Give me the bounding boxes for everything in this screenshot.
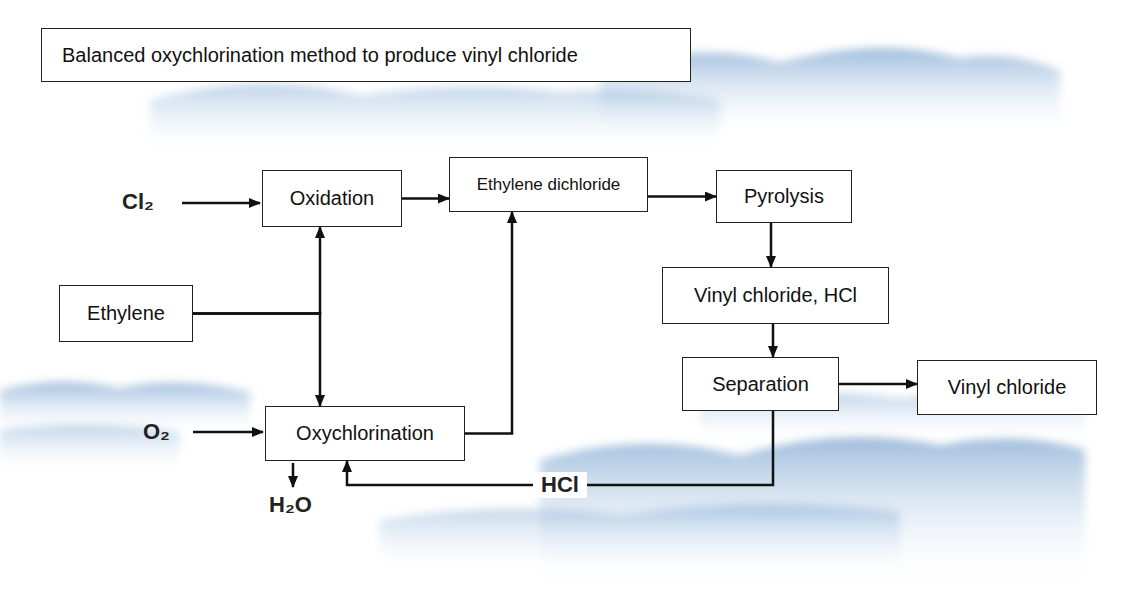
- box-text: Vinyl chloride, HCl: [694, 284, 857, 307]
- chemical-label: O₂: [143, 419, 170, 445]
- flow-arrow: [648, 195, 716, 198]
- box-text: Ethylene: [87, 302, 165, 325]
- title-text: Balanced oxychlorination method to produ…: [62, 44, 578, 67]
- product-box: Ethylene dichloride: [449, 157, 648, 212]
- flow-arrow: [772, 324, 775, 357]
- product-box: Vinyl chloride, HCl: [662, 267, 889, 324]
- chemical-label: Cl₂: [122, 189, 154, 215]
- flow-arrow: [193, 227, 320, 314]
- process-box: Separation: [682, 357, 839, 411]
- feed-arrow: [193, 431, 263, 434]
- edge-label: HCl: [533, 472, 587, 498]
- process-box: Oxychlorination: [265, 406, 465, 461]
- flow-arrow: [770, 223, 773, 267]
- box-text: Separation: [712, 373, 809, 396]
- product-box: Vinyl chloride: [917, 360, 1097, 415]
- box-text: Oxychlorination: [296, 422, 434, 445]
- feed-box: Ethylene: [59, 285, 193, 342]
- flow-arrow: [193, 314, 320, 407]
- box-text: Vinyl chloride: [948, 376, 1067, 399]
- flow-arrow: [839, 383, 917, 386]
- title-box: Balanced oxychlorination method to produ…: [41, 28, 691, 82]
- outlet-arrow: [292, 463, 295, 487]
- flow-arrow: [465, 212, 512, 434]
- flow-arrow: [402, 197, 449, 200]
- chemical-label: H₂O: [269, 492, 312, 518]
- box-text: Ethylene dichloride: [477, 175, 621, 195]
- process-box: Pyrolysis: [716, 170, 852, 223]
- box-text: Pyrolysis: [744, 185, 824, 208]
- box-text: Oxidation: [290, 187, 375, 210]
- feed-arrow: [182, 202, 260, 205]
- process-box: Oxidation: [262, 170, 402, 227]
